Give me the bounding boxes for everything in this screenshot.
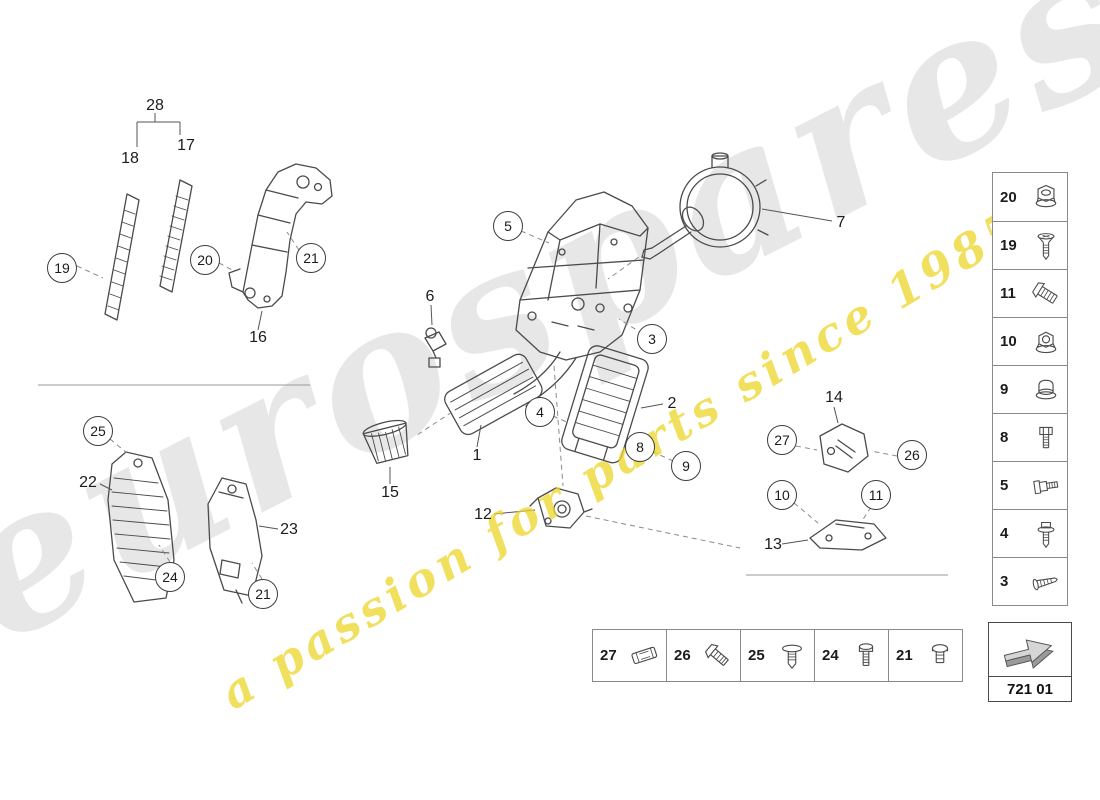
part-7-servo-drawing [641,152,769,260]
legend-number: 4 [1000,525,1009,542]
expander-rivet-icon [776,640,808,672]
diagram-code-box[interactable]: 721 01 [988,622,1072,702]
callout-14[interactable]: 14 [825,389,843,406]
callout-16[interactable]: 16 [249,329,267,346]
countersunk-screw-icon [1031,230,1061,262]
diagram-code: 721 01 [1007,680,1053,698]
label-bracket-28 [136,113,181,147]
callout-7[interactable]: 7 [836,214,846,231]
legend-number: 19 [1000,237,1017,254]
part-14-drawing [819,423,869,473]
callout-15[interactable]: 15 [381,484,399,501]
fastener-legend-column: 20 19 11 [992,172,1068,606]
bolt-icon [1031,422,1061,454]
flange-nut-icon [1031,181,1061,213]
legend-item-21[interactable]: 21 [888,629,963,682]
rivet-screw-icon [850,640,882,672]
callout-17[interactable]: 17 [177,137,195,154]
part-13-drawing [809,519,887,551]
washer-screw-icon [1031,518,1061,550]
callout-20[interactable]: 20 [190,245,220,275]
legend-number: 11 [1000,285,1016,302]
legend-number: 10 [1000,333,1017,350]
dashed-leader-lines [76,230,898,580]
long-screw-icon [1031,566,1061,598]
legend-number: 27 [600,647,617,664]
legend-number: 5 [1000,477,1009,494]
legend-item-5[interactable]: 5 [993,461,1067,509]
legend-item-9[interactable]: 9 [993,365,1067,413]
shoulder-screw-icon [1031,470,1061,502]
legend-item-11[interactable]: 11 [993,269,1067,317]
callout-28[interactable]: 28 [146,97,164,114]
legend-number: 8 [1000,429,1009,446]
flange-nut-top-icon [1031,326,1061,358]
callout-6[interactable]: 6 [425,288,435,305]
clip-icon [628,640,660,672]
legend-number: 24 [822,647,839,664]
legend-item-27[interactable]: 27 [592,629,667,682]
callout-12[interactable]: 12 [474,506,492,523]
legend-number: 3 [1000,573,1009,590]
callout-27[interactable]: 27 [767,425,797,455]
callout-13[interactable]: 13 [764,536,782,553]
callout-19[interactable]: 19 [47,253,77,283]
legend-item-19[interactable]: 19 [993,221,1067,269]
callout-5[interactable]: 5 [493,211,523,241]
callout-22[interactable]: 22 [79,474,97,491]
part-12-drawing [529,487,593,529]
legend-item-20[interactable]: 20 [993,173,1067,221]
legend-item-8[interactable]: 8 [993,413,1067,461]
group-divider-lines [38,384,948,576]
callout-4[interactable]: 4 [525,397,555,427]
hex-bolt-icon [1031,278,1061,310]
legend-item-24[interactable]: 24 [814,629,889,682]
legend-item-25[interactable]: 25 [740,629,815,682]
legend-number: 25 [748,647,765,664]
cap-plug-icon [1031,374,1061,406]
callout-26[interactable]: 26 [897,440,927,470]
callout-3[interactable]: 3 [637,324,667,354]
legend-number: 9 [1000,381,1009,398]
callout-24[interactable]: 24 [155,562,185,592]
part-15-drawing [362,419,409,464]
angled-bolt-icon [702,640,734,672]
callout-18[interactable]: 18 [121,150,139,167]
legend-number: 20 [1000,188,1017,206]
part-16-drawing [228,163,333,309]
callout-21-bracket[interactable]: 21 [296,243,326,273]
callout-11[interactable]: 11 [861,480,891,510]
legend-item-10[interactable]: 10 [993,317,1067,365]
part-5-assembly-drawing [515,191,649,361]
callout-23[interactable]: 23 [280,521,298,538]
blind-rivet-icon [924,640,956,672]
callout-10[interactable]: 10 [767,480,797,510]
direction-arrow-icon [989,623,1071,677]
part-6-switch-drawing [424,327,447,368]
fastener-legend-row: 27 26 25 [592,629,963,682]
part-17-drawing [159,179,193,293]
callout-25[interactable]: 25 [83,416,113,446]
legend-item-26[interactable]: 26 [666,629,741,682]
callout-2[interactable]: 2 [667,395,677,412]
part-18-drawing [104,193,140,321]
legend-item-4[interactable]: 4 [993,509,1067,557]
callout-1[interactable]: 1 [472,447,482,464]
legend-number: 21 [896,647,913,664]
callout-21-trim[interactable]: 21 [248,579,278,609]
callout-9[interactable]: 9 [671,451,701,481]
part-22-drawing [107,451,175,603]
legend-number: 26 [674,647,691,664]
callout-8[interactable]: 8 [625,432,655,462]
label-leader-lines [99,208,839,545]
legend-item-3[interactable]: 3 [993,557,1067,605]
part-2-module-drawing [561,345,649,464]
